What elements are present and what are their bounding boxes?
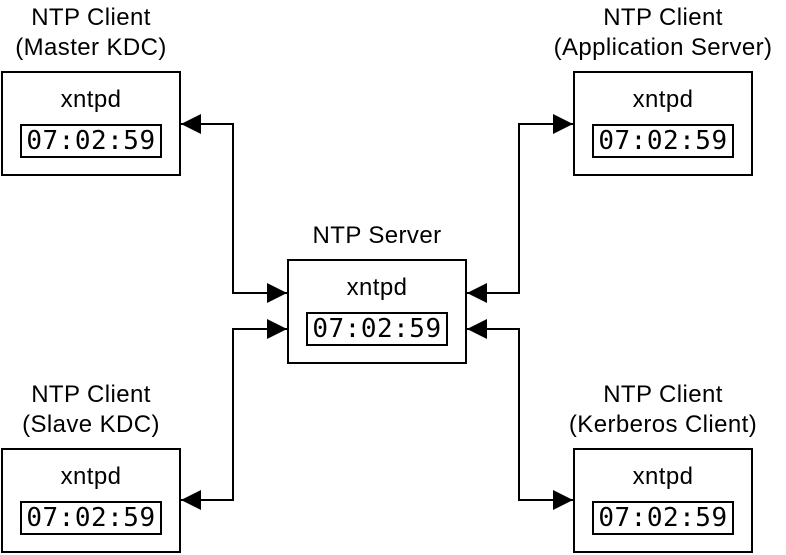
arrow-line <box>467 123 573 294</box>
daemon-box: xntpd 07:02:59 <box>573 448 753 553</box>
daemon-box: xntpd 07:02:59 <box>1 71 181 176</box>
arrowhead-into-application-server-icon <box>553 114 573 134</box>
daemon-box: xntpd 07:02:59 <box>287 259 467 364</box>
daemon-name: xntpd <box>632 86 694 113</box>
clock-time: 07:02:59 <box>312 314 442 344</box>
node-label-line1: NTP Client <box>31 4 151 31</box>
arrow-line <box>181 328 287 501</box>
node-label: NTP Client (Kerberos Client) <box>569 380 757 440</box>
arrow-server-master-kdc <box>181 114 287 303</box>
clock-display: 07:02:59 <box>306 312 448 346</box>
arrowhead-into-server-icon <box>467 319 487 339</box>
node-ntp-server: NTP Server xntpd 07:02:59 <box>287 222 467 364</box>
daemon-name: xntpd <box>632 463 694 490</box>
node-label: NTP Client (Slave KDC) <box>22 380 160 440</box>
arrow-server-application-server <box>467 114 573 303</box>
daemon-name: xntpd <box>346 274 408 301</box>
node-label-line2: (Application Server) <box>553 34 773 61</box>
daemon-name: xntpd <box>60 86 122 113</box>
node-label-line2: (Slave KDC) <box>22 411 160 438</box>
arrowhead-into-slave-kdc-icon <box>181 490 201 510</box>
node-label-line1: NTP Client <box>603 381 723 408</box>
node-ntp-client-master-kdc: NTP Client (Master KDC) xntpd 07:02:59 <box>1 4 181 176</box>
node-ntp-client-slave-kdc: NTP Client (Slave KDC) xntpd 07:02:59 <box>1 381 181 553</box>
daemon-name: xntpd <box>60 463 122 490</box>
arrow-line <box>181 123 287 294</box>
node-label: NTP Server <box>313 221 442 251</box>
clock-time: 07:02:59 <box>598 503 728 533</box>
node-ntp-client-kerberos-client: NTP Client (Kerberos Client) xntpd 07:02… <box>569 381 757 553</box>
arrow-line <box>467 328 573 501</box>
node-label-line2: (Master KDC) <box>15 34 167 61</box>
arrow-server-slave-kdc <box>181 319 287 510</box>
clock-time: 07:02:59 <box>26 503 156 533</box>
node-label: NTP Client (Application Server) <box>554 3 773 63</box>
clock-display: 07:02:59 <box>20 501 162 535</box>
daemon-box: xntpd 07:02:59 <box>573 71 753 176</box>
clock-time: 07:02:59 <box>26 126 156 156</box>
clock-time: 07:02:59 <box>598 126 728 156</box>
node-label-line1: NTP Server <box>312 222 442 249</box>
daemon-box: xntpd 07:02:59 <box>1 448 181 553</box>
clock-display: 07:02:59 <box>592 501 734 535</box>
arrowhead-into-kerberos-client-icon <box>553 490 573 510</box>
clock-display: 07:02:59 <box>20 124 162 158</box>
node-label-line1: NTP Client <box>603 4 723 31</box>
arrowhead-into-master-kdc-icon <box>181 114 201 134</box>
clock-display: 07:02:59 <box>592 124 734 158</box>
arrow-server-kerberos-client <box>467 319 573 510</box>
node-label-line1: NTP Client <box>31 381 151 408</box>
arrowhead-into-server-icon <box>467 283 487 303</box>
node-label: NTP Client (Master KDC) <box>15 3 166 63</box>
node-label-line2: (Kerberos Client) <box>568 411 758 438</box>
node-ntp-client-application-server: NTP Client (Application Server) xntpd 07… <box>554 4 772 176</box>
arrowhead-into-server-icon <box>267 319 287 339</box>
arrowhead-into-server-icon <box>267 283 287 303</box>
